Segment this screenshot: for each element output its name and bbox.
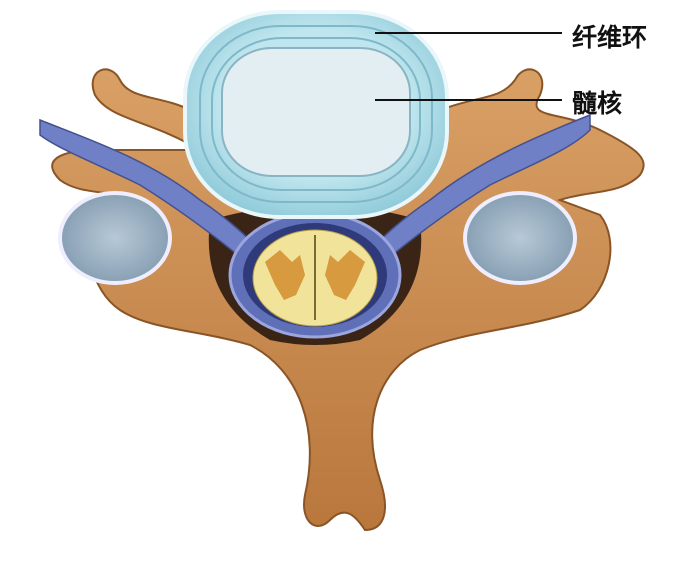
right-facet xyxy=(463,191,577,285)
left-facet xyxy=(58,191,172,285)
nucleus-pulposus xyxy=(221,47,411,177)
annulus-fibrosus-label: 纤维环 xyxy=(572,23,648,52)
nucleus-pulposus-label: 髓核 xyxy=(572,89,623,118)
grey-matter xyxy=(265,250,365,300)
